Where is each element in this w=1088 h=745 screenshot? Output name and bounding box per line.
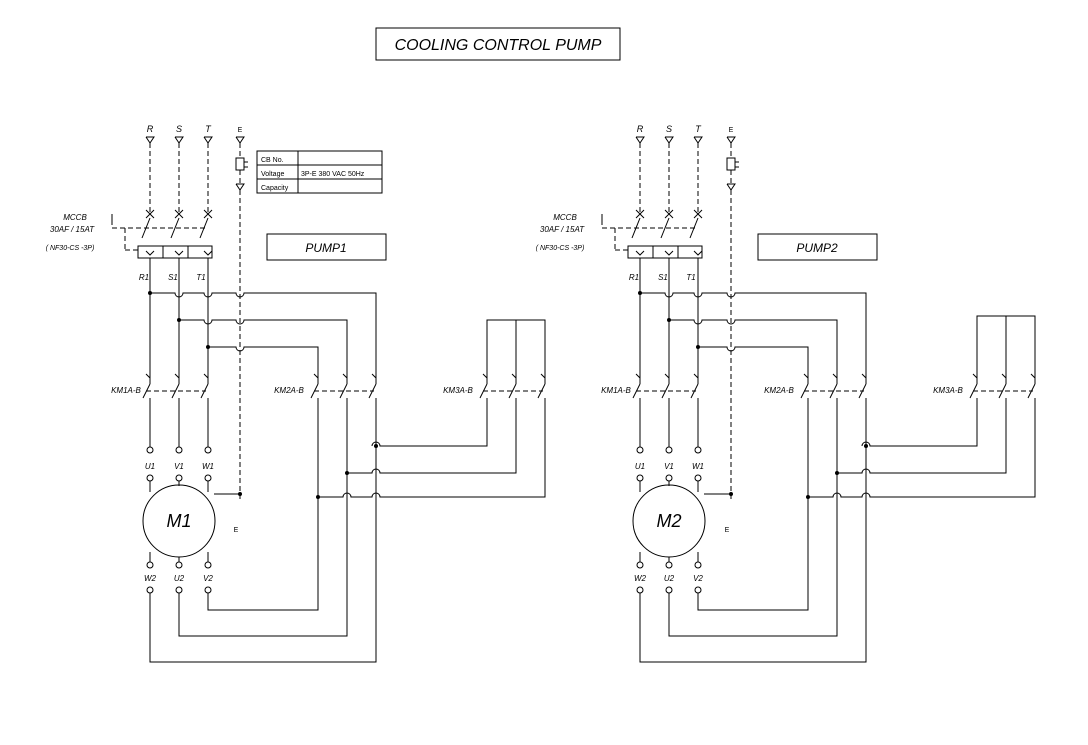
phase-label-r: R bbox=[637, 124, 644, 134]
breaker-out-t1: T1 bbox=[196, 273, 205, 282]
terminal-w2: W2 bbox=[634, 574, 647, 583]
mccb-rating: 30AF / 15AT bbox=[50, 225, 95, 234]
terminal-u1: U1 bbox=[635, 462, 645, 471]
contactor-km1 bbox=[142, 373, 209, 408]
mccb-name: MCCB bbox=[63, 213, 87, 222]
motor-earth-label: E bbox=[725, 527, 730, 534]
contactor-label-km2: KM2A-B bbox=[764, 386, 794, 395]
terminal-v1: V1 bbox=[174, 462, 184, 471]
mccb-name: MCCB bbox=[553, 213, 577, 222]
contactor-km2 bbox=[800, 373, 867, 408]
contactor-km2 bbox=[310, 373, 377, 408]
motor-earth-label: E bbox=[234, 527, 239, 534]
earth-label: E bbox=[729, 127, 734, 134]
breaker-out-r1: R1 bbox=[629, 273, 639, 282]
info-capacity-label: Capacity bbox=[261, 185, 289, 192]
breaker-out-t1: T1 bbox=[686, 273, 695, 282]
terminal-w1: W1 bbox=[692, 462, 704, 471]
circuit-pump2: R S T E bbox=[536, 124, 1036, 663]
phase-label-t: T bbox=[205, 124, 212, 134]
contactor-label-km2: KM2A-B bbox=[274, 386, 304, 395]
mccb-model: ( NF30-CS -3P) bbox=[46, 245, 95, 252]
mccb-breaker bbox=[111, 209, 213, 259]
supply-arrow-icon bbox=[145, 136, 245, 144]
motor-label: M2 bbox=[656, 511, 681, 531]
phase-label-s: S bbox=[176, 124, 182, 134]
mccb-model: ( NF30-CS -3P) bbox=[536, 245, 585, 252]
terminal-u2: U2 bbox=[664, 574, 675, 583]
diagram-title: COOLING CONTROL PUMP bbox=[395, 37, 602, 54]
terminal-w1: W1 bbox=[202, 462, 214, 471]
info-voltage-label: Voltage bbox=[261, 171, 284, 178]
contactor-label-km1: KM1A-B bbox=[111, 386, 141, 395]
pump-label: PUMP2 bbox=[796, 241, 838, 255]
contactor-label-km1: KM1A-B bbox=[601, 386, 631, 395]
terminal-icon bbox=[636, 561, 702, 594]
earth-fuse-icon bbox=[726, 157, 739, 171]
phase-label-t: T bbox=[695, 124, 702, 134]
circuit-pump1: R S T E bbox=[46, 124, 546, 663]
contactor-label-km3: KM3A-B bbox=[933, 386, 963, 395]
breaker-out-r1: R1 bbox=[139, 273, 149, 282]
contactor-km1 bbox=[632, 373, 699, 408]
breaker-out-s1: S1 bbox=[658, 273, 668, 282]
supply-arrow-icon bbox=[635, 136, 736, 144]
info-table: CB No. Voltage 3P-E 380 VAC 50Hz Capacit… bbox=[256, 150, 383, 194]
info-cb-label: CB No. bbox=[261, 157, 284, 164]
breaker-out-s1: S1 bbox=[168, 273, 178, 282]
terminal-v1: V1 bbox=[664, 462, 674, 471]
mccb-breaker bbox=[601, 209, 703, 259]
contactor-km3 bbox=[479, 373, 546, 408]
terminal-v2: V2 bbox=[203, 574, 213, 583]
pump-label-box bbox=[266, 233, 387, 261]
title-box: COOLING CONTROL PUMP bbox=[375, 27, 621, 61]
terminal-icon bbox=[146, 561, 212, 594]
terminal-u1: U1 bbox=[145, 462, 155, 471]
phase-label-r: R bbox=[147, 124, 154, 134]
contactor-label-km3: KM3A-B bbox=[443, 386, 473, 395]
mccb-rating: 30AF / 15AT bbox=[540, 225, 585, 234]
phase-label-s: S bbox=[666, 124, 672, 134]
motor-label: M1 bbox=[166, 511, 191, 531]
terminal-w2: W2 bbox=[144, 574, 157, 583]
terminal-u2: U2 bbox=[174, 574, 185, 583]
pump-label-box bbox=[757, 233, 878, 261]
info-voltage-value: 3P-E 380 VAC 50Hz bbox=[301, 171, 365, 178]
contactor-km3 bbox=[969, 373, 1036, 408]
earth-fuse-icon bbox=[235, 157, 248, 171]
terminal-v2: V2 bbox=[693, 574, 703, 583]
earth-label: E bbox=[238, 127, 243, 134]
pump-label: PUMP1 bbox=[305, 241, 346, 255]
